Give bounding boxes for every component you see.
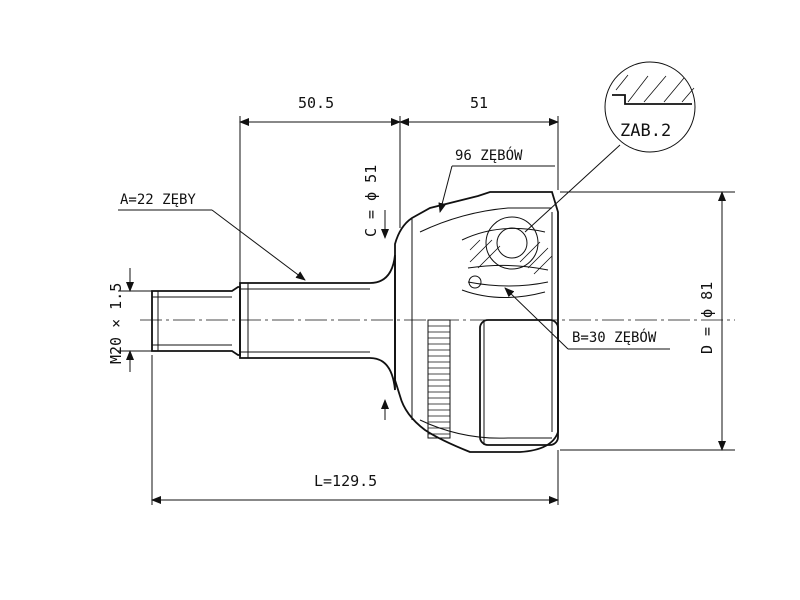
- diameter-c-label: C = ϕ 51: [362, 165, 380, 237]
- spline-a-label: A=22 ZĘBY: [120, 192, 196, 208]
- spline-b-label: B=30 ZĘBÓW: [572, 328, 657, 346]
- diameter-d-label: D = ϕ 81: [698, 282, 716, 354]
- abs-teeth-label: 96 ZĘBÓW: [455, 146, 523, 164]
- shaft-length-label: 50.5: [298, 94, 334, 112]
- splined-shaft: [239, 254, 396, 391]
- bell-housing: [394, 191, 559, 453]
- thread-size-label: M20 × 1.5: [107, 283, 125, 364]
- housing-length-label: 51: [470, 94, 488, 112]
- detail-reference-label: ZAB.2: [620, 121, 671, 141]
- threaded-end: [151, 286, 241, 356]
- total-length-label: L=129.5: [314, 472, 377, 490]
- detail-zab2: [604, 61, 696, 153]
- abs-ring: [427, 319, 451, 439]
